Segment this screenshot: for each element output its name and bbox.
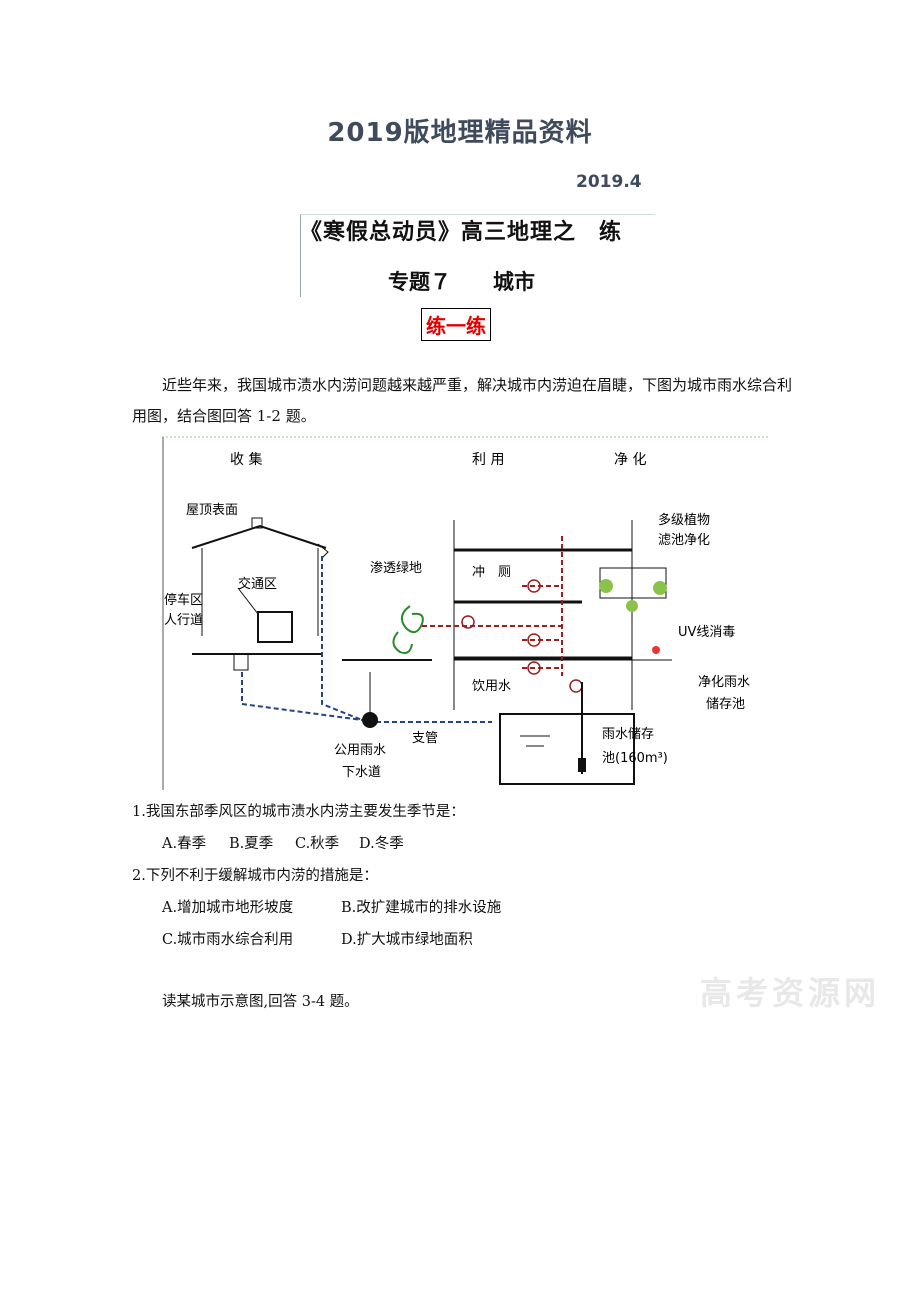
document-title: 2019版地理精品资料	[327, 118, 593, 148]
label-purified-2: 储存池	[706, 697, 745, 712]
label-parking: 停车区	[164, 592, 203, 608]
label-green: 渗透绿地	[370, 561, 422, 576]
q2-option-a: A.增加城市地形坡度	[162, 900, 294, 916]
label-drinking: 饮用水	[472, 679, 511, 694]
roof-shape	[191, 524, 327, 549]
intro-paragraph: 近些年来，我国城市渍水内涝问题越来越严重，解决城市内涝迫在眉睫，下图为城市雨水综…	[132, 376, 793, 425]
label-plants-1: 多级植物	[658, 512, 710, 528]
valves	[461, 579, 583, 693]
label-roof: 屋顶表面	[186, 503, 238, 518]
building	[453, 520, 635, 785]
label-uv: UV线消毒	[678, 625, 735, 640]
chimney	[251, 517, 263, 529]
label-tank-2: 池(160m³)	[602, 751, 668, 766]
label-plants-2: 滤池净化	[658, 533, 710, 548]
pump-icon	[578, 758, 586, 772]
green-shrub-1	[400, 605, 424, 634]
label-traffic: 交通区	[238, 576, 277, 592]
q1-option-a: A.春季	[162, 836, 207, 852]
label-toilet: 冲 厕	[472, 565, 511, 580]
green-shrub-2	[392, 631, 413, 654]
car-icon	[257, 611, 293, 643]
label-tank-1: 雨水储存	[602, 727, 654, 742]
label-sidewalk: 人行道	[164, 613, 203, 628]
document-date: 2019.4	[576, 172, 642, 192]
q2-option-b: B.改扩建城市的排水设施	[341, 900, 502, 916]
header-frame	[300, 214, 655, 297]
topic-title: 专题７ 城市	[388, 269, 535, 294]
q1-option-b: B.夏季	[229, 836, 274, 852]
series-title: 《寒假总动员》高三地理之 练	[300, 219, 623, 245]
header-collect: 收 集	[230, 451, 262, 468]
question-2-stem: 2.下列不利于缓解城市内涝的措施是：	[132, 868, 378, 884]
collection-pipes	[241, 556, 492, 723]
rainwater-diagram: 收 集 利 用 净 化 屋顶表面 交通区 停车区 人行道 公用雨水 下水道 支管…	[162, 436, 770, 790]
traffic-pointer	[237, 587, 259, 615]
practice-badge: 练一练	[421, 308, 491, 341]
q2-option-d: D.扩大城市绿地面积	[341, 932, 473, 948]
q1-option-c: C.秋季	[295, 836, 340, 852]
label-sewer-1: 公用雨水	[334, 743, 386, 758]
plant-icon-3	[626, 600, 638, 612]
label-sewer-2: 下水道	[342, 765, 381, 780]
question-1-stem: 1.我国东部季风区的城市渍水内涝主要发生季节是：	[132, 804, 465, 820]
next-questions-prompt: 读某城市示意图,回答 3-4 题。	[162, 994, 359, 1010]
label-purified-1: 净化雨水	[698, 675, 750, 690]
header-use: 利 用	[472, 452, 504, 468]
plant-icon-2	[653, 581, 667, 595]
q2-option-c: C.城市雨水综合利用	[162, 932, 294, 948]
q1-option-d: D.冬季	[359, 836, 404, 852]
watermark: 高考资源网	[700, 974, 881, 1012]
plant-icon-1	[599, 579, 613, 593]
label-branch: 支管	[412, 731, 438, 746]
gutter	[317, 543, 329, 559]
uv-indicator	[652, 646, 660, 654]
header-purify: 净 化	[614, 452, 646, 468]
supply-pipes	[422, 536, 563, 676]
street-drain	[233, 653, 249, 671]
